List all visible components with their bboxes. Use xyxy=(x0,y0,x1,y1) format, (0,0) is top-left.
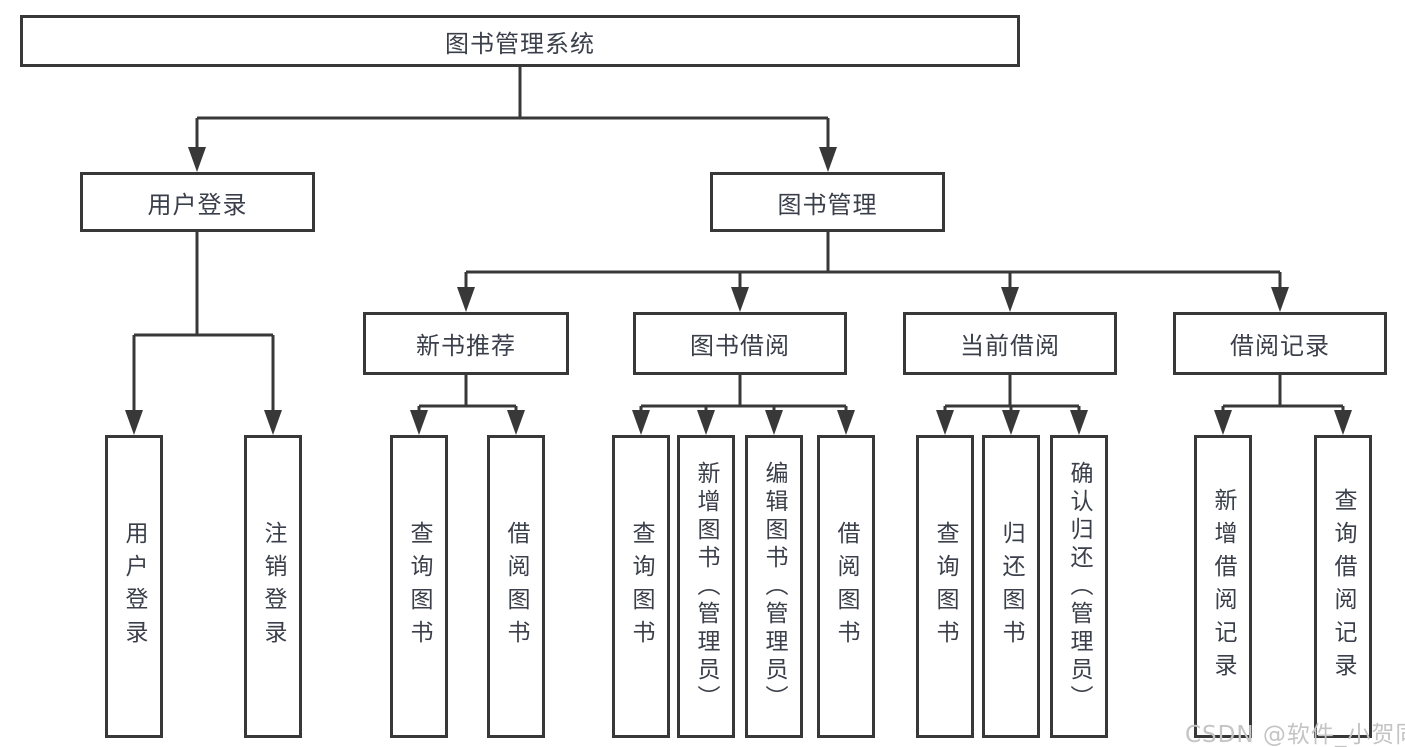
csdn-watermark: CSDN @软件_小贺同学 xyxy=(1185,722,1405,747)
node-book-management: 图书管理 xyxy=(710,172,945,232)
leaf-user-login: 用户登录 xyxy=(105,435,163,738)
node-new-book-recommend: 新书推荐 xyxy=(363,312,569,375)
leaf-query-books-current: 查询图书 xyxy=(916,435,974,738)
leaf-query-borrow-record: 查询借阅记录 xyxy=(1314,435,1372,738)
node-current-borrowing: 当前借阅 xyxy=(903,312,1117,375)
leaf-add-borrow-record: 新增借阅记录 xyxy=(1194,435,1252,738)
node-book-borrowing: 图书借阅 xyxy=(633,312,847,375)
leaf-edit-books-admin: 编辑图书（管理员） xyxy=(745,435,803,738)
leaf-add-books-admin: 新增图书（管理员） xyxy=(677,435,735,738)
node-user-login: 用户登录 xyxy=(80,172,315,232)
leaf-logout: 注销登录 xyxy=(244,435,302,738)
leaf-confirm-return-admin: 确认归还（管理员） xyxy=(1050,435,1108,738)
leaf-borrow-books: 借阅图书 xyxy=(817,435,875,738)
node-borrowing-records: 借阅记录 xyxy=(1173,312,1387,375)
leaf-borrow-books-recommend: 借阅图书 xyxy=(487,435,545,738)
node-library-management-system: 图书管理系统 xyxy=(20,15,1020,67)
leaf-return-books: 归还图书 xyxy=(982,435,1040,738)
leaf-query-books-borrowing: 查询图书 xyxy=(612,435,670,738)
leaf-query-books-recommend: 查询图书 xyxy=(390,435,448,738)
